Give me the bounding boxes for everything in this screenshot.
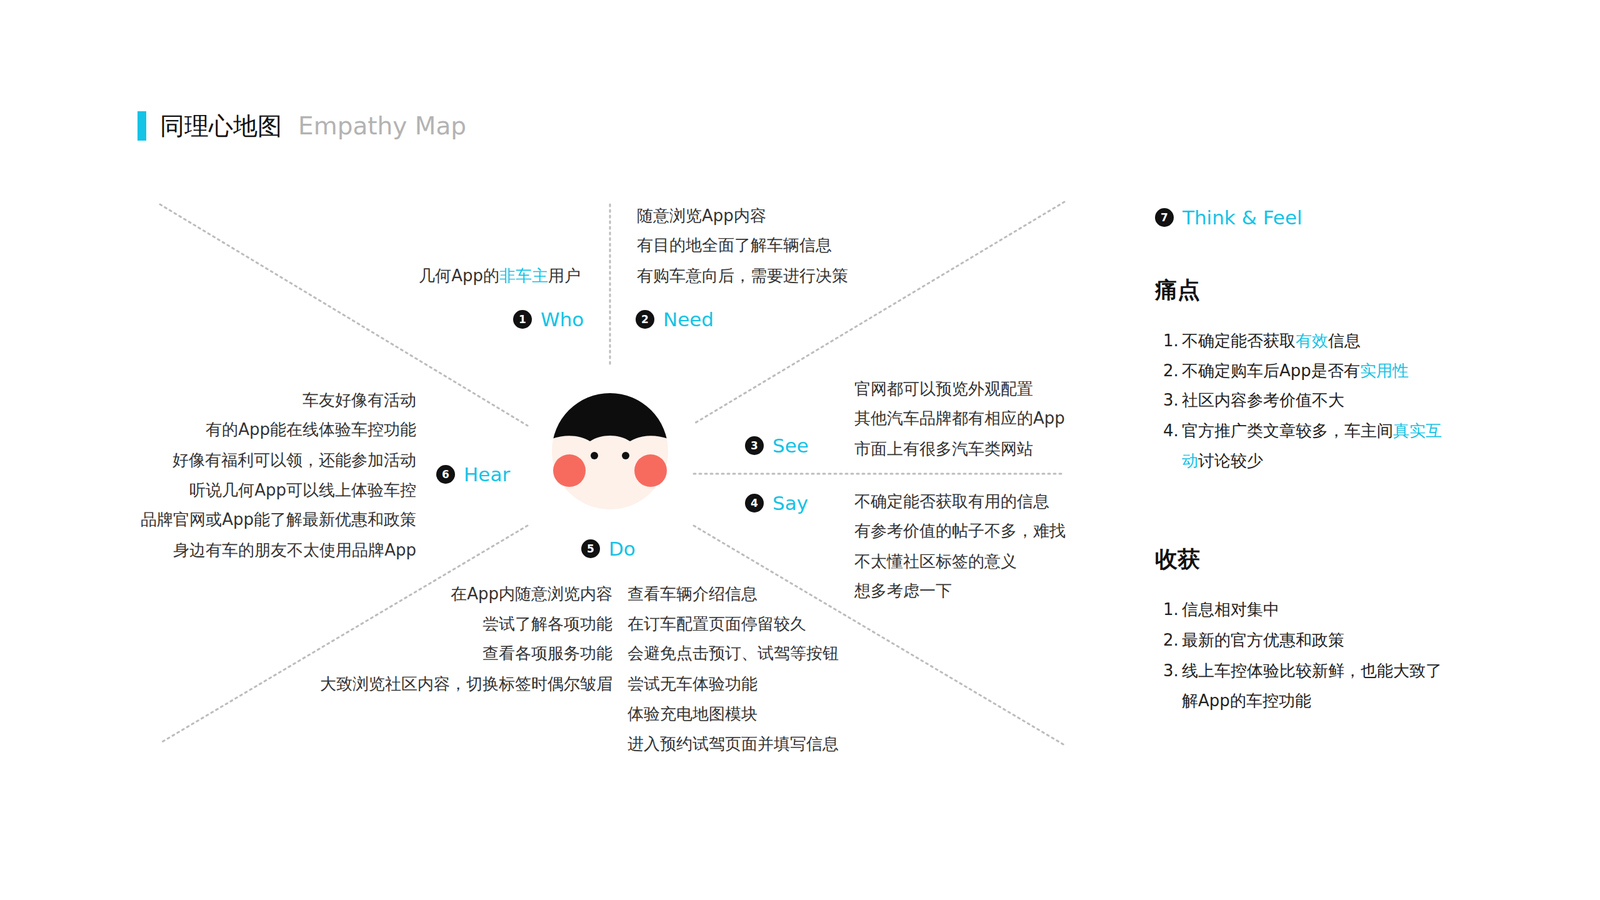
list-item: 最新的官方优惠和政策 xyxy=(1181,625,1451,655)
cheek xyxy=(634,454,667,487)
list-item: 信息相对集中 xyxy=(1181,594,1451,625)
callout-number: 1 xyxy=(513,310,532,329)
plain-run: 不确定购车后App是否有 xyxy=(1181,361,1360,380)
callout-number: 3 xyxy=(745,436,764,455)
title-bar xyxy=(137,111,147,141)
title: 同理心地图 xyxy=(160,111,282,142)
hair xyxy=(543,381,677,443)
do-text: 查看各项服务功能 xyxy=(482,638,613,669)
list-number: 4. xyxy=(1163,415,1179,446)
do-text: 在订车配置页面停留较久 xyxy=(627,608,807,639)
list-number: 3. xyxy=(1163,655,1179,686)
section-heading: Do xyxy=(608,533,636,564)
divider-line xyxy=(609,204,612,368)
hear-text: 身边有车的朋友不太使用品牌App xyxy=(173,535,417,565)
divider-lines xyxy=(160,201,1065,745)
cheek xyxy=(553,454,586,487)
list-item: 官方推广类文章较多，车主间真实互动讨论较少 xyxy=(1181,415,1451,476)
callout-number: 6 xyxy=(436,465,455,484)
face-illustration xyxy=(543,381,677,510)
callout-number: 7 xyxy=(1155,208,1174,227)
callout-number: 2 xyxy=(635,310,655,329)
list-number: 1. xyxy=(1163,594,1179,625)
section-heading: Say xyxy=(772,488,809,519)
section-badge: 4 Say xyxy=(745,488,809,519)
divider-line xyxy=(693,201,1065,424)
section-badge: 3 See xyxy=(745,430,809,461)
list-item: 社区内容参考价值不大 xyxy=(1181,385,1451,415)
hear-text: 好像有福利可以领，还能参加活动 xyxy=(172,445,417,475)
say-text: 有参考价值的帖子不多，难找 xyxy=(854,515,1066,546)
section-badge: 5 Do xyxy=(581,533,636,564)
divider-line xyxy=(160,525,528,744)
list-number: 3. xyxy=(1163,385,1179,415)
divider-line xyxy=(160,204,528,426)
do-text: 尝试了解各项功能 xyxy=(482,608,613,639)
do-text: 尝试无车体验功能 xyxy=(627,668,758,699)
highlight: 非车主 xyxy=(499,266,549,285)
section-badge: 1 Who xyxy=(513,304,584,335)
hear-text: 听说几何App可以线上体验车控 xyxy=(189,475,417,505)
see-text: 市面上有很多汽车类网站 xyxy=(854,433,1034,464)
do-text: 进入预约试驾页面并填写信息 xyxy=(627,728,839,759)
say-text: 不确定能否获取有用的信息 xyxy=(854,486,1050,517)
hear-text: 车友好像有活动 xyxy=(302,385,417,415)
callout-number: 5 xyxy=(581,539,600,559)
eye xyxy=(621,451,630,460)
eye xyxy=(590,451,599,460)
need-text: 随意浏览App内容 xyxy=(636,200,767,231)
who-text: 几何App的非车主用户 xyxy=(418,260,581,291)
hear-text: 有的App能在线体验车控功能 xyxy=(205,414,417,445)
section-heading: Need xyxy=(663,304,714,335)
see-text: 其他汽车品牌都有相应的App xyxy=(854,403,1065,434)
say-text: 想多考虑一下 xyxy=(854,575,952,606)
plain-run: 讨论较少 xyxy=(1198,451,1264,470)
do-text: 查看车辆介绍信息 xyxy=(627,578,758,609)
do-text: 在App内随意浏览内容 xyxy=(450,578,613,609)
section-heading: See xyxy=(772,430,809,461)
list-item: 不确定购车后App是否有实用性 xyxy=(1181,355,1451,386)
highlight: 有效 xyxy=(1295,331,1329,350)
section-badge: 2 Need xyxy=(635,304,714,335)
see-text: 官网都可以预览外观配置 xyxy=(854,373,1034,404)
list-item: 不确定能否获取有效信息 xyxy=(1181,325,1451,356)
callout-number: 4 xyxy=(745,493,764,513)
say-text: 不太懂社区标签的意义 xyxy=(854,546,1017,577)
do-text: 会避免点击预订、试驾等按钮 xyxy=(627,638,839,669)
need-text: 有购车意向后，需要进行决策 xyxy=(636,260,849,291)
section-badge: 7 Think & Feel xyxy=(1155,202,1303,233)
hear-text: 品牌官网或App能了解最新优惠和政策 xyxy=(140,504,417,535)
need-text: 有目的地全面了解车辆信息 xyxy=(636,230,832,260)
list-number: 2. xyxy=(1163,625,1179,655)
plain-run: 不确定能否获取 xyxy=(1181,331,1296,350)
list-number: 2. xyxy=(1163,355,1179,386)
plain-run: 官方推广类文章较多，车主间 xyxy=(1181,421,1394,440)
section-heading: Think & Feel xyxy=(1182,202,1303,233)
section-heading: 痛点 xyxy=(1155,275,1200,305)
section-heading: Hear xyxy=(463,459,510,490)
divider-line xyxy=(693,473,1065,475)
plain-run: 用户 xyxy=(548,266,581,285)
subtitle: Empathy Map xyxy=(298,111,467,142)
list-number: 1. xyxy=(1163,325,1179,356)
section-heading: Who xyxy=(540,304,584,335)
section-heading: 收获 xyxy=(1155,544,1200,575)
do-text: 体验充电地图模块 xyxy=(627,698,758,729)
list-item: 线上车控体验比较新鲜，也能大致了解App的车控功能 xyxy=(1181,655,1451,716)
section-badge: 6 Hear xyxy=(436,459,510,490)
do-text: 大致浏览社区内容，切换标签时偶尔皱眉 xyxy=(320,668,613,699)
highlight: 实用性 xyxy=(1360,361,1409,380)
plain-run: 几何App的 xyxy=(418,266,500,285)
plain-run: 信息 xyxy=(1328,331,1361,350)
